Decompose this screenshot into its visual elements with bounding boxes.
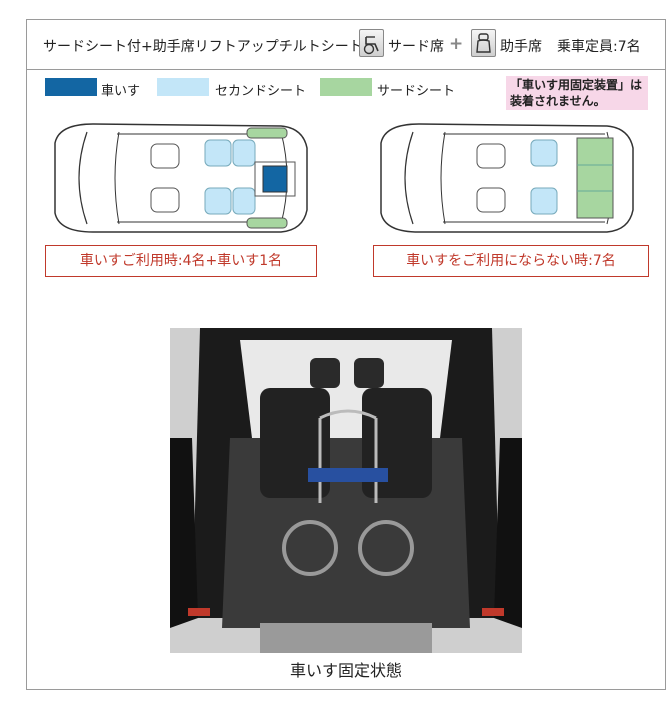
wheelchair-fixed-photo [170, 328, 522, 653]
seven-seat-layout-diagram [380, 123, 634, 233]
seat-config-title: サードシート付+助手席リフトアップチルトシート [43, 39, 363, 55]
wheelchair-layout-diagram [54, 123, 308, 233]
wheelchair-use-caption: 車いすご利用時:4名+車いす1名 [45, 245, 317, 277]
fixing-device-notice: 「車いす用固定装置」は装着されません。 [506, 76, 648, 110]
photo-caption: 車いす固定状態 [289, 661, 402, 680]
legend-wheelchair-label: 車いす [101, 84, 141, 99]
panel-header: サードシート付+助手席リフトアップチルトシート サード席 + 助手席 乗車定員:… [27, 20, 665, 70]
spec-panel: サードシート付+助手席リフトアップチルトシート サード席 + 助手席 乗車定員:… [26, 19, 666, 690]
legend-second-seat-swatch [157, 78, 209, 96]
no-wheelchair-caption: 車いすをご利用にならない時:7名 [373, 245, 649, 277]
passenger-seat-icon [471, 29, 496, 57]
legend-wheelchair-swatch [45, 78, 97, 96]
plus-sign: + [449, 34, 464, 54]
legend-third-seat-label: サードシート [377, 84, 456, 99]
wheelchair-seat-icon [359, 29, 384, 57]
capacity-label: 乗車定員:7名 [557, 39, 641, 55]
third-seat-label: サード席 [388, 39, 444, 55]
legend-third-seat-swatch [320, 78, 372, 96]
legend-second-seat-label: セカンドシート [215, 84, 307, 99]
passenger-seat-label: 助手席 [500, 39, 542, 55]
